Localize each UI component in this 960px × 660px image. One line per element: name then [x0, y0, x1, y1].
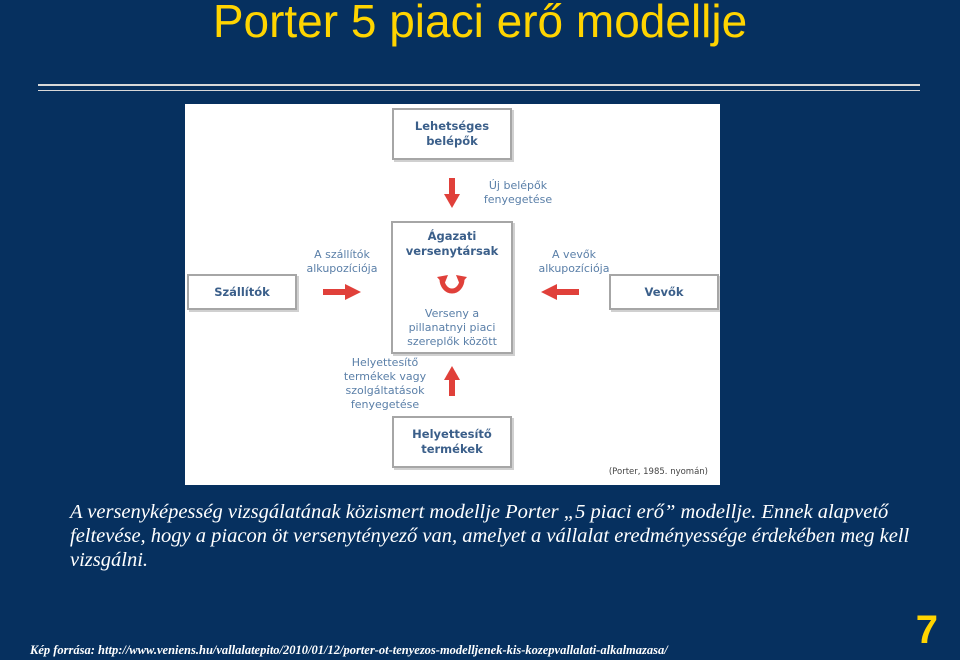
arrow-right-suppliers — [323, 284, 361, 300]
center-competitors-box: Ágazati versenytársak Verseny a pillanat… — [391, 221, 513, 354]
porter-diagram: Lehetséges belépők Új belépők fenyegetés… — [185, 104, 720, 485]
rivalry-cycle-icon — [437, 275, 467, 294]
diagram-source: (Porter, 1985. nyomán) — [608, 467, 708, 477]
title-rule-top — [38, 84, 920, 86]
box-substitutes-label: Helyettesítő termékek — [412, 427, 492, 456]
slide-title: Porter 5 piaci erő modellje — [212, 0, 748, 47]
box-buyers-label: Vevők — [644, 284, 684, 299]
arrow-left-buyers — [541, 284, 579, 300]
label-suppliers-power: A szállítók alkupozíciója — [306, 248, 378, 275]
arrow-up-substitutes — [444, 366, 460, 396]
label-new-entrants-threat: Új belépők fenyegetése — [483, 179, 553, 206]
page-number: 7 — [915, 608, 938, 652]
center-competitors-title: Ágazati versenytársak — [405, 229, 499, 258]
box-substitutes: Helyettesítő termékek — [392, 416, 512, 468]
box-potential-entrants: Lehetséges belépők — [392, 108, 512, 160]
center-rivalry-text: Verseny a pillanatnyi piaci szereplők kö… — [407, 307, 497, 348]
title-rule-bottom — [38, 90, 920, 91]
box-suppliers: Szállítók — [187, 274, 297, 310]
box-potential-entrants-label: Lehetséges belépők — [414, 119, 490, 148]
label-substitutes-threat: Helyettesítő termékek vagy szolgáltatáso… — [343, 356, 427, 411]
box-buyers: Vevők — [609, 274, 719, 310]
image-source-credit: Kép forrása: http://www.veniens.hu/valla… — [30, 643, 668, 657]
label-buyers-power: A vevők alkupozíciója — [538, 248, 610, 275]
box-suppliers-label: Szállítók — [214, 284, 270, 299]
arrow-down-entrants — [444, 178, 460, 208]
slide-caption: A versenyképesség vizsgálatának közismer… — [70, 501, 910, 571]
